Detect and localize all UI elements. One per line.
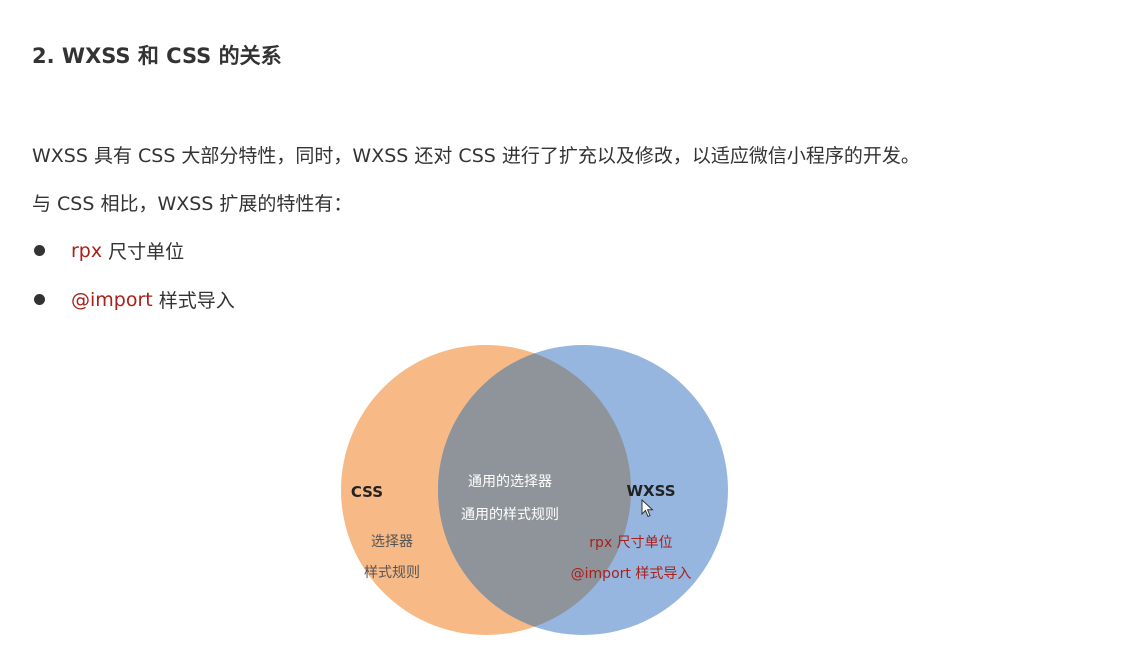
- venn-right-item: rpx 尺寸单位: [589, 535, 672, 551]
- paragraph-compare: 与 CSS 相比，WXSS 扩展的特性有：: [32, 193, 353, 215]
- venn-left-item: 选择器: [371, 534, 413, 550]
- venn-right-title: WXSS: [626, 482, 675, 500]
- venn-overlap-item: 通用的样式规则: [461, 507, 559, 523]
- list-item-text: 尺寸单位: [108, 241, 185, 263]
- bullet-dot-icon: [34, 294, 45, 305]
- paragraph-intro: WXSS 具有 CSS 大部分特性，同时，WXSS 还对 CSS 进行了扩充以及…: [32, 145, 920, 167]
- list-item-text: 样式导入: [158, 290, 235, 312]
- keyword-import: @import: [71, 288, 153, 311]
- list-item: rpx 尺寸单位: [34, 237, 184, 264]
- venn-right-item: @import 样式导入: [571, 566, 692, 582]
- venn-left-item: 样式规则: [364, 565, 420, 581]
- keyword-rpx: rpx: [71, 239, 103, 262]
- list-item: @import 样式导入: [34, 286, 235, 313]
- venn-left-title: CSS: [351, 483, 383, 501]
- venn-overlap-item: 通用的选择器: [468, 474, 552, 490]
- bullet-dot-icon: [34, 245, 45, 256]
- mouse-cursor-icon: [641, 499, 654, 518]
- page-title: 2. WXSS 和 CSS 的关系: [32, 44, 282, 68]
- venn-overlap: [438, 345, 631, 635]
